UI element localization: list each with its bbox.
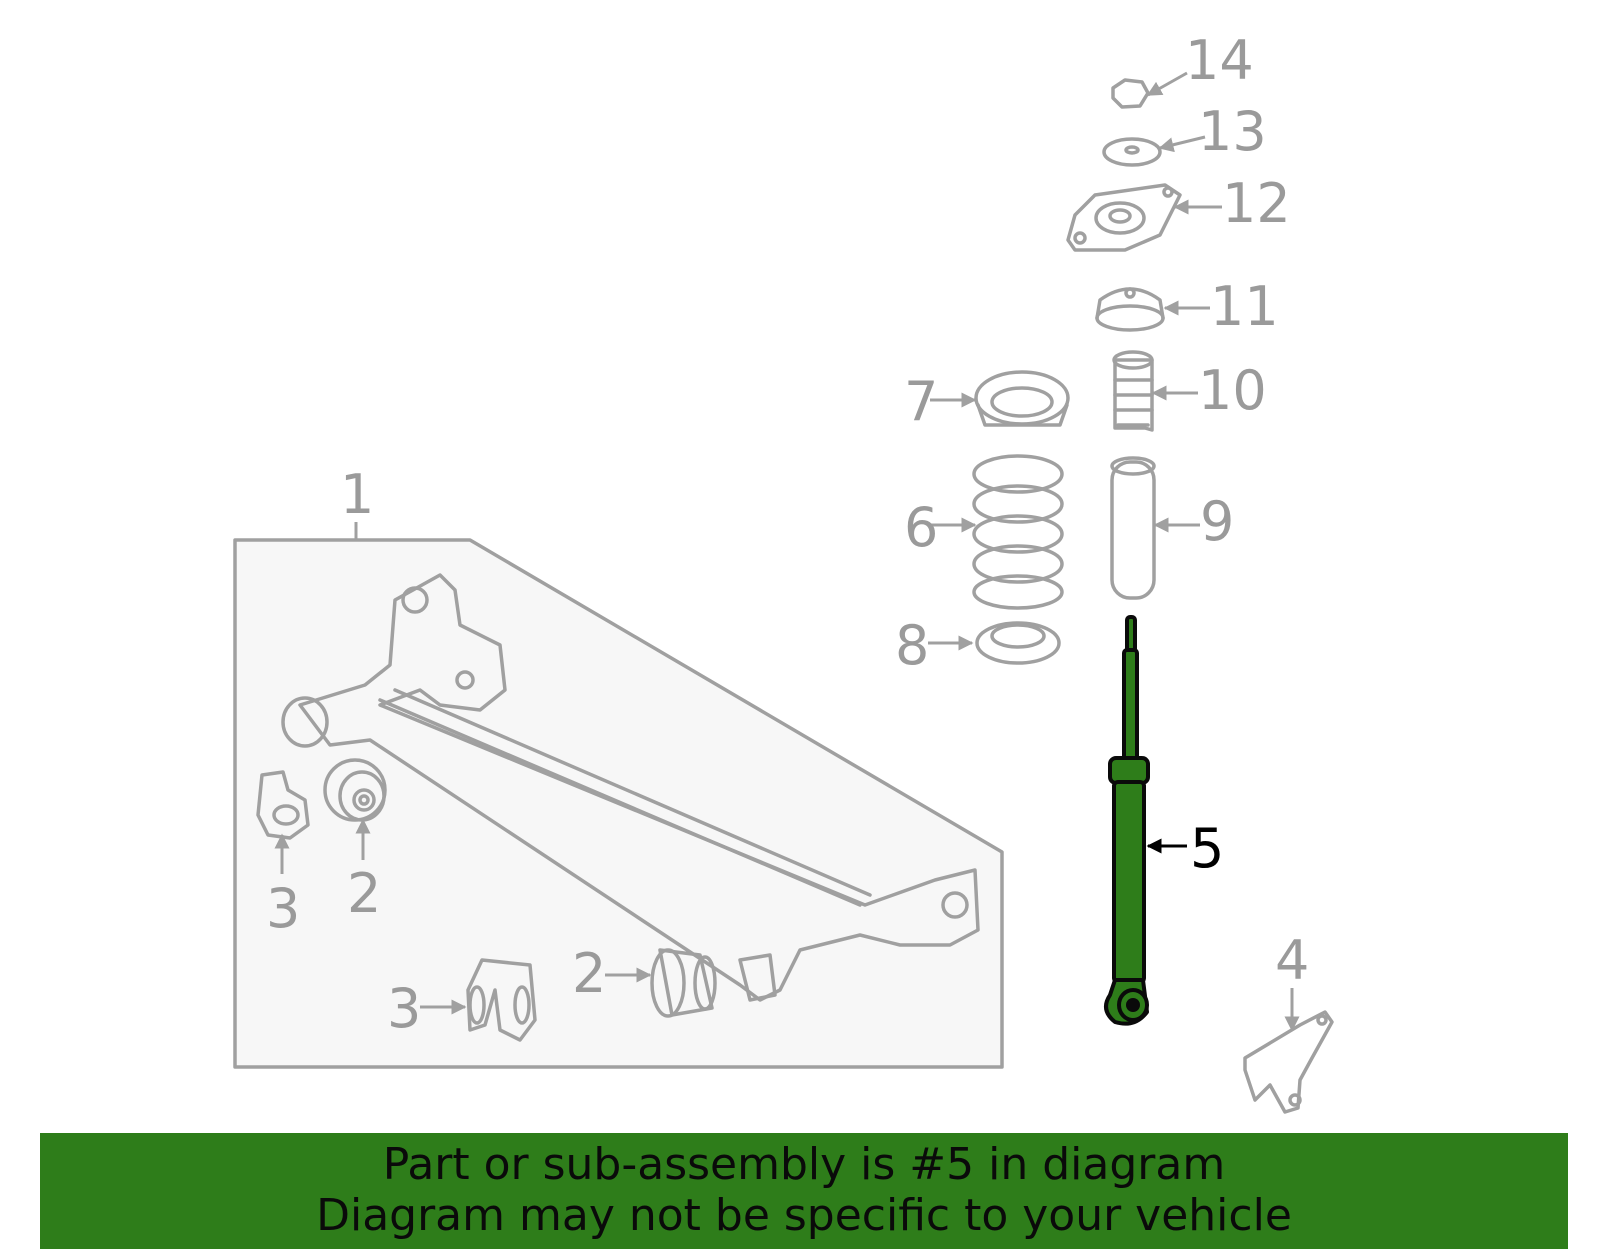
washer — [1102, 137, 1162, 167]
callout-4: 4 — [1275, 929, 1309, 992]
bump-stop — [1112, 350, 1154, 432]
callout-12: 12 — [1222, 172, 1291, 235]
info-banner: Part or sub-assembly is #5 in diagram Di… — [40, 1133, 1568, 1249]
shock-absorber-highlighted — [1104, 615, 1150, 1026]
rear-axle-beam — [281, 573, 980, 1002]
callout-5: 5 — [1190, 817, 1224, 880]
coil-spring — [972, 454, 1064, 610]
callout-1: 1 — [340, 463, 374, 526]
nut — [1111, 78, 1150, 109]
bushing-lower — [650, 948, 717, 1018]
callout-3-upper: 3 — [266, 877, 300, 940]
bracket-lower — [466, 958, 537, 1042]
callout-3-lower: 3 — [387, 977, 421, 1040]
bracket-upper — [256, 770, 310, 840]
spring-insulator — [1095, 287, 1165, 332]
upper-spring-seat — [974, 370, 1070, 427]
callout-labels: 1 2 2 3 3 4 5 6 7 8 9 10 11 12 13 14 — [266, 29, 1309, 1040]
leader-lines — [274, 71, 1300, 1032]
banner-line-disclaimer: Diagram may not be specific to your vehi… — [316, 1190, 1292, 1241]
callout-11: 11 — [1210, 275, 1279, 338]
callout-7: 7 — [904, 370, 938, 433]
callout-2-upper: 2 — [347, 862, 381, 925]
banner-line-part: Part or sub-assembly is #5 in diagram — [382, 1139, 1226, 1190]
lower-spring-seat — [975, 621, 1061, 665]
axle-assembly-group — [233, 522, 1004, 1069]
callout-10: 10 — [1198, 359, 1267, 422]
dust-boot — [1110, 456, 1156, 600]
callout-8: 8 — [895, 614, 929, 677]
callout-13: 13 — [1198, 100, 1267, 163]
strut-mount — [1066, 183, 1182, 252]
callout-6: 6 — [904, 496, 938, 559]
mount-bracket — [1243, 1010, 1334, 1114]
callout-14: 14 — [1185, 29, 1254, 92]
callout-2-lower: 2 — [572, 942, 606, 1005]
callout-9: 9 — [1200, 490, 1234, 553]
